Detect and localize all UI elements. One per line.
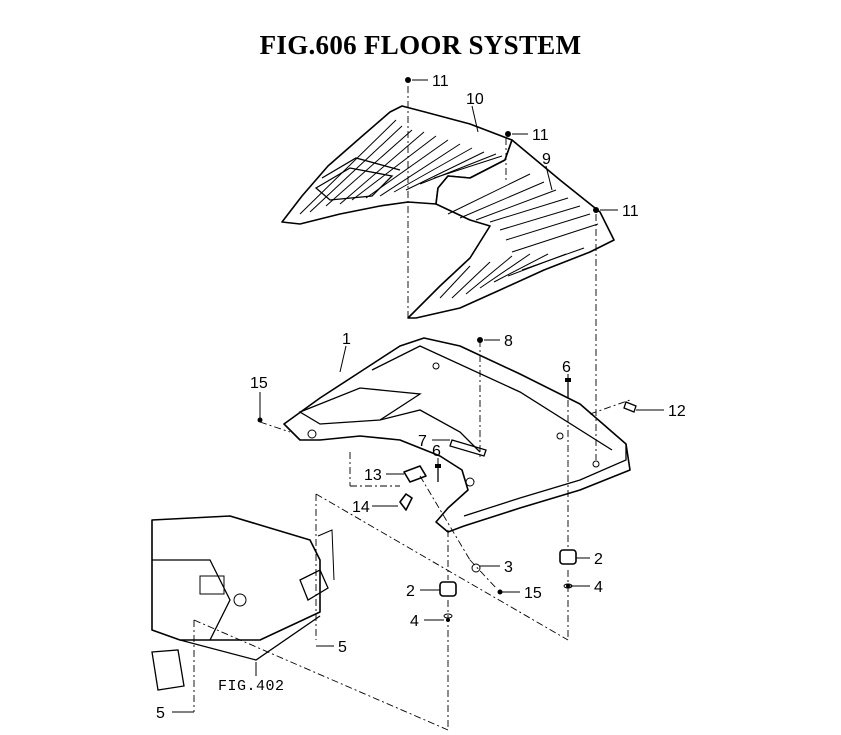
bolt-part-6b <box>435 464 441 482</box>
leader-lines <box>172 79 664 713</box>
callout-14: 14 <box>352 499 370 516</box>
callout-9: 9 <box>542 151 551 168</box>
fastener-part-3 <box>471 563 481 573</box>
callout-15-bottom: 15 <box>524 585 542 602</box>
callout-11-right: 11 <box>622 203 639 220</box>
callout-5-middle: 5 <box>338 639 347 656</box>
callout-15-left: 15 <box>250 375 268 392</box>
callout-13: 13 <box>364 467 382 484</box>
callout-6-middle: 6 <box>432 443 441 460</box>
callout-10: 10 <box>466 91 484 108</box>
callout-11-top: 11 <box>432 73 449 90</box>
bracket-part-13 <box>403 465 427 483</box>
bolt-part-6a <box>565 378 571 398</box>
bracket-part-12 <box>623 401 637 413</box>
floor-plate <box>283 337 631 533</box>
rivet-markers <box>257 77 599 622</box>
mount-part-2a <box>559 549 577 565</box>
callout-2-right: 2 <box>594 551 603 568</box>
callout-1: 1 <box>342 331 351 348</box>
machine-frame <box>151 515 335 691</box>
alignment-lines <box>193 86 631 731</box>
callout-8: 8 <box>504 333 513 350</box>
callout-12: 12 <box>668 403 686 420</box>
callout-4-right: 4 <box>594 579 603 596</box>
callout-7: 7 <box>418 433 427 450</box>
floor-mat-rear <box>407 139 615 319</box>
mount-part-2b <box>439 581 457 597</box>
support-part-7 <box>449 439 487 457</box>
callout-2-left: 2 <box>406 583 415 600</box>
callout-3: 3 <box>504 559 513 576</box>
callout-11-middle: 11 <box>532 127 549 144</box>
bracket-part-14 <box>399 493 413 511</box>
figure-title: FIG.606 FLOOR SYSTEM <box>259 30 582 60</box>
callout-5-bottom: 5 <box>156 705 165 722</box>
callout-6-right: 6 <box>562 359 571 376</box>
reference-figure-label: FIG.402 <box>218 678 285 695</box>
callout-4-left: 4 <box>410 613 419 630</box>
